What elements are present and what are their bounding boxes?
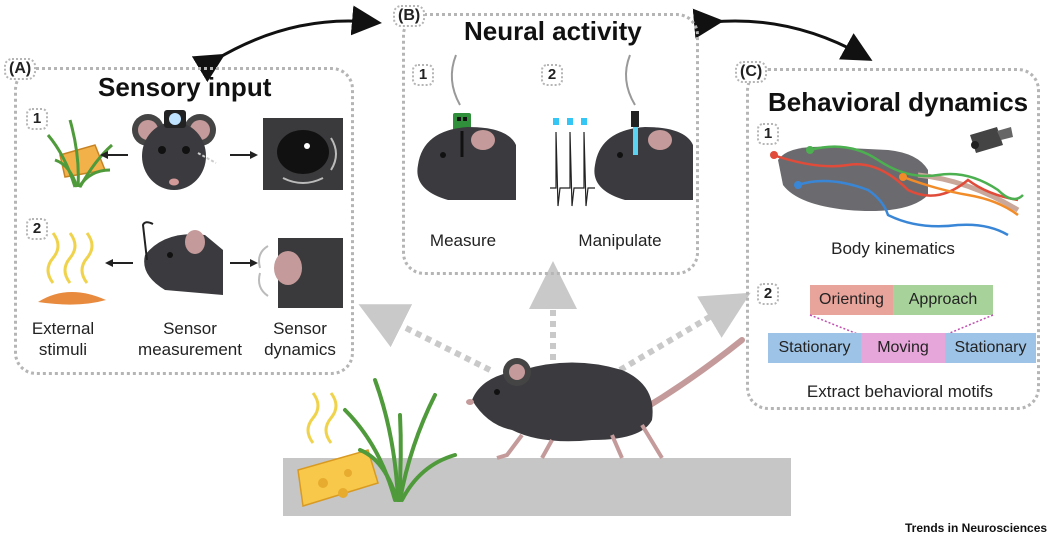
label-external-stimuli: External stimuli: [18, 318, 108, 360]
label-body-kinematics: Body kinematics: [831, 239, 955, 258]
panel-c-num1: 1: [757, 123, 779, 145]
eye-closeup-illustration: [263, 118, 343, 190]
mouse-face-camera-illustration: [132, 110, 217, 190]
label-measure: Measure: [429, 231, 497, 250]
journal-footer: Trends in Neurosciences: [905, 521, 1048, 535]
label-sensor-dynamics: Sensor dynamics: [255, 318, 345, 360]
motif-stationary-1: Stationary: [768, 333, 861, 363]
panel-sensory-input: [14, 67, 354, 375]
label-sensor-dynamics-line1: Sensor: [273, 319, 327, 338]
panel-c-num2: 2: [757, 283, 779, 305]
grass-tuft-illustration: [343, 378, 457, 502]
label-sensor-measurement: Sensor measurement: [135, 318, 245, 360]
panel-b-tag: (B): [393, 5, 426, 27]
panel-neural-activity: [402, 13, 699, 275]
label-external-stimuli-line2: stimuli: [38, 340, 88, 359]
panel-a-title: Sensory input: [98, 72, 272, 102]
motif-moving: Moving: [861, 333, 945, 363]
panel-c-tag: (C): [735, 61, 768, 83]
spike-traces-illustration: [550, 118, 595, 207]
odor-stimulus-illustration: [38, 232, 106, 305]
panel-b-num1: 1: [412, 64, 434, 86]
mouse-recording-probe-illustration: [417, 54, 516, 200]
left-arrow-icon: [100, 151, 128, 159]
label-external-stimuli-line1: External: [31, 319, 95, 338]
arrow-neural-behavior: [692, 8, 873, 61]
right-arrow-icon: [230, 151, 258, 159]
walking-mouse-illustration: [466, 337, 745, 460]
panel-b-num2: 2: [541, 64, 563, 86]
panel-a-row2-num: 2: [26, 218, 48, 240]
label-extract-motifs: Extract behavioral motifs: [806, 382, 994, 401]
body-kinematics-illustration: [770, 145, 1024, 237]
camera-icon: [970, 127, 1013, 153]
dashed-arrow-left: [358, 304, 492, 373]
motif-orienting: Orienting: [810, 285, 893, 315]
grass-cheese-illustration: [46, 119, 113, 188]
mouse-whisker-side-illustration: [141, 221, 223, 295]
mouse-optogenetics-illustration: [594, 54, 693, 200]
arrow-sensory-neural: [191, 5, 382, 83]
motif-approach: Approach: [893, 285, 993, 315]
label-manipulate: Manipulate: [578, 231, 662, 250]
cheese-with-odor-illustration: [297, 392, 379, 507]
label-sensor-measurement-line2: measurement: [138, 340, 242, 359]
panel-c-title: Behavioral dynamics: [768, 87, 1029, 117]
panel-b-title: Neural activity: [464, 16, 642, 46]
label-sensor-measurement-line1: Sensor: [163, 319, 217, 338]
ear-dynamics-illustration: [258, 238, 343, 308]
panel-a-tag: (A): [4, 58, 37, 80]
panel-a-row1-num: 1: [26, 108, 48, 130]
motif-stationary-2: Stationary: [945, 333, 1036, 363]
left-arrow-icon-2: [105, 259, 133, 267]
panel-behavioral-dynamics: [746, 68, 1040, 410]
motif-expansion-lines: [809, 314, 994, 336]
label-sensor-dynamics-line2: dynamics: [264, 340, 336, 359]
right-arrow-icon-2: [230, 259, 258, 267]
